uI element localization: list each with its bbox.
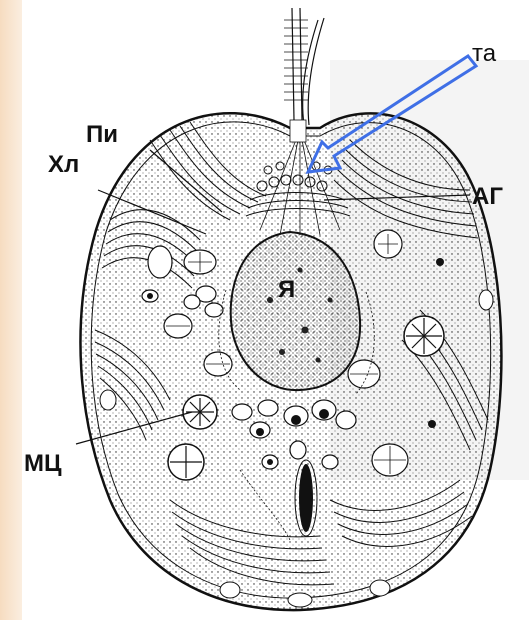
label-pi: Пи [86, 123, 118, 147]
label-ag: АГ [472, 185, 503, 209]
flagellum [292, 8, 324, 125]
dark-rod [299, 464, 313, 532]
label-ta: та [472, 42, 496, 66]
label-mc: МЦ [24, 452, 62, 476]
label-hl: Хл [48, 153, 79, 177]
label-ya: Я [278, 278, 295, 302]
flagellum-hairs [284, 20, 308, 100]
